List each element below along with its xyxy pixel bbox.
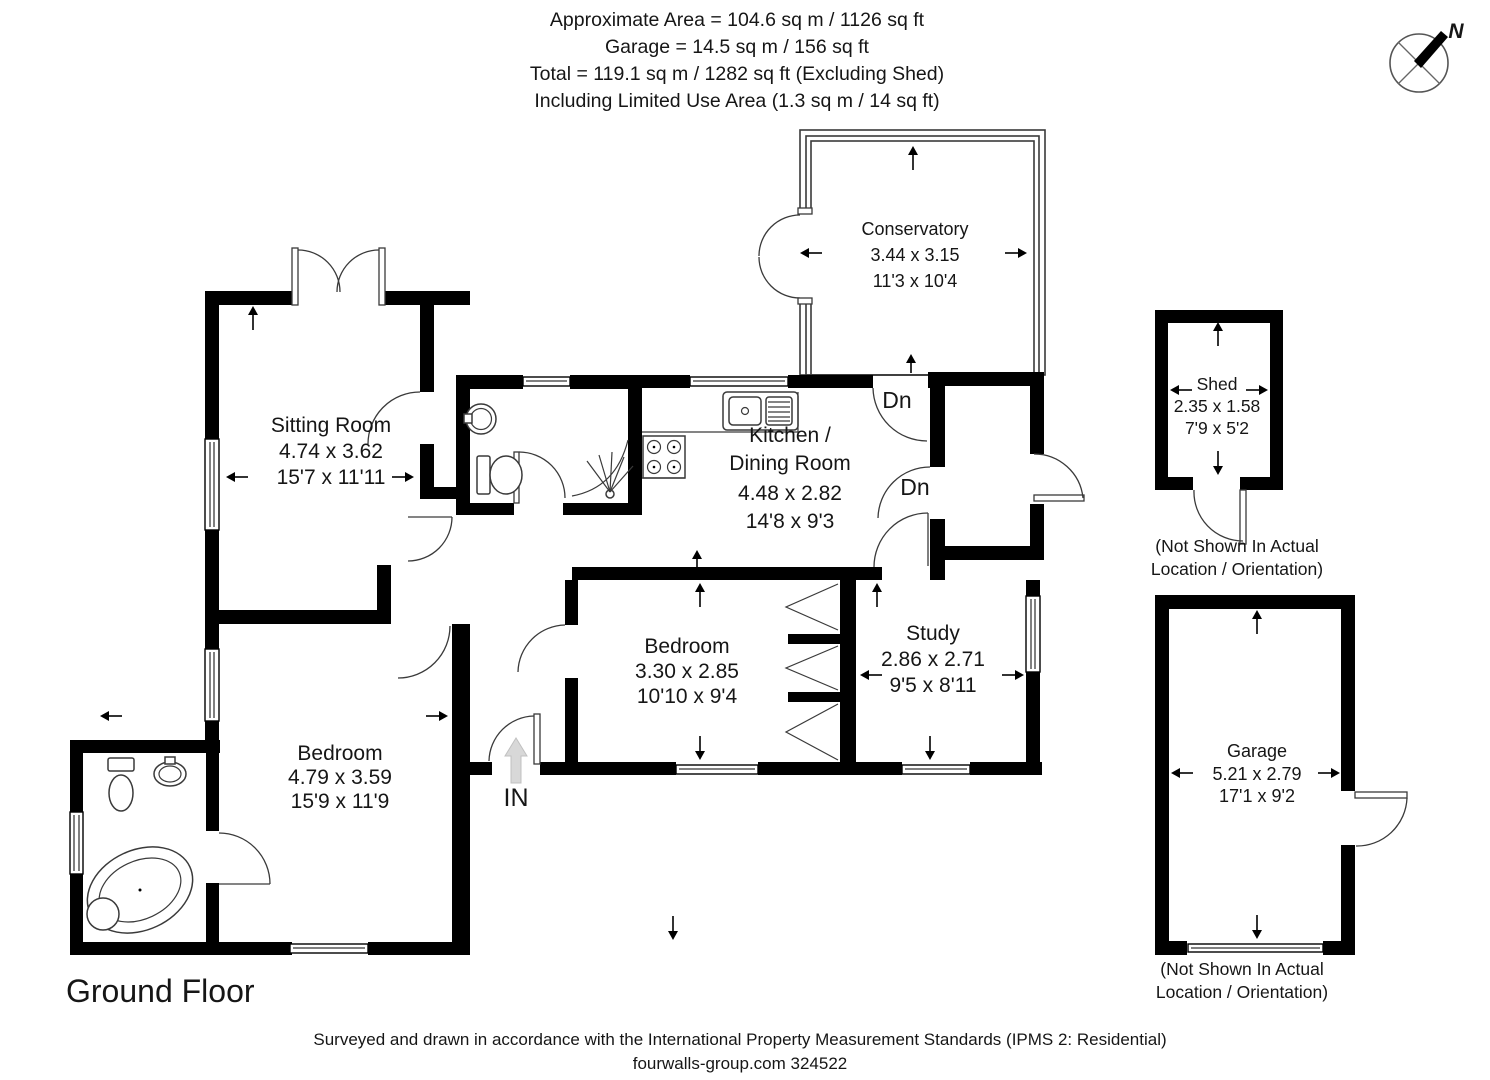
toilet-icon [107,757,135,812]
window [675,764,759,775]
doors-layer [218,247,1408,953]
header-line-4: Including Limited Use Area (1.3 sq m / 1… [534,90,939,112]
room-name: Study [906,622,960,645]
room-name: Bedroom [297,742,382,765]
door-back [1033,453,1085,502]
header-line-2: Garage = 14.5 sq m / 156 sq ft [605,36,870,58]
room-dim-m: 3.30 x 2.85 [635,660,739,683]
door-garage-side [1354,791,1408,847]
north-label: N [1448,20,1464,43]
conservatory-glazing [758,129,1046,376]
footer-line-2: fourwalls-group.com 324522 [633,1054,848,1073]
room-labels: Sitting Room 4.74 x 3.62 15'7 x 11'11 Co… [271,219,1302,813]
compass-icon: N [1389,20,1464,93]
room-dim-m: 5.21 x 2.79 [1212,764,1301,784]
toilet-icon [476,455,523,495]
room-dim-m: 2.86 x 2.71 [881,648,985,671]
room-label-sitting: Sitting Room 4.74 x 3.62 15'7 x 11'11 [271,414,391,489]
room-name: Sitting Room [271,414,391,437]
room-dim-ft: 15'7 x 11'11 [277,466,386,489]
door-shed [1193,489,1247,545]
room-dim-ft: 11'3 x 10'4 [873,271,958,291]
basin-icon [153,756,187,787]
window [1025,595,1041,673]
room-dim-ft: 10'10 x 9'4 [637,685,738,708]
door-arc-sitting [367,391,421,445]
french-doors [291,247,386,306]
header-area-summary: Approximate Area = 104.6 sq m / 1126 sq … [530,9,944,112]
room-dim-m: 3.44 x 3.15 [870,245,959,265]
entrance-label-in: IN [504,784,529,812]
kitchen-counter [642,392,799,433]
stairs-label-dn-2: Dn [900,474,929,500]
window [522,376,571,387]
room-name: Conservatory [861,219,968,239]
bath-icon [86,846,194,934]
dimension-ticks [100,146,1340,940]
room-dim-m: 4.79 x 3.59 [288,766,392,789]
walls-layer [70,291,1355,955]
door-ensuite [218,832,271,885]
door-entrance-in [488,713,541,765]
room-label-conservatory: Conservatory 3.44 x 3.15 11'3 x 10'4 [861,219,968,291]
room-name-2: Dining Room [729,452,850,475]
room-label-garage: Garage 5.21 x 2.79 17'1 x 9'2 [1212,741,1301,806]
garage-door [1187,943,1324,953]
door-arc-dn-top [872,387,928,442]
garage-note-line-2: Location / Orientation) [1156,982,1328,1002]
room-dim-m: 4.48 x 2.82 [738,482,842,505]
door-arc-dn-side [877,466,931,519]
room-label-bedroom-main: Bedroom 4.79 x 3.59 15'9 x 11'9 [288,742,392,813]
door-arc-bedroom-mid [517,624,566,673]
misc-labels: Dn Dn IN (Not Shown In Actual Location /… [66,387,1328,1009]
basin-icon [463,403,497,435]
room-dim-m: 4.74 x 3.62 [279,440,383,463]
shed-note-line-2: Location / Orientation) [1151,559,1323,579]
window [204,438,220,531]
door-study [873,512,929,568]
room-name: Bedroom [644,635,729,658]
door-hall [407,516,453,562]
door-arc-bedroom-main [397,625,451,679]
footer-line-1: Surveyed and drawn in accordance with th… [313,1030,1166,1049]
stairs-label-dn-1: Dn [882,387,911,413]
window [69,811,84,875]
room-name: Kitchen / [749,424,831,447]
header-line-3: Total = 119.1 sq m / 1282 sq ft (Excludi… [530,63,944,85]
shed-note-line-1: (Not Shown In Actual [1155,536,1318,556]
room-dim-ft: 17'1 x 9'2 [1219,786,1295,806]
fixtures-layer [86,391,839,934]
header-line-1: Approximate Area = 104.6 sq m / 1126 sq … [550,9,925,31]
window [289,943,369,954]
windows-layer [69,376,1041,954]
floor-title: Ground Floor [66,973,255,1009]
hob-icon [642,435,686,479]
room-label-bedroom-mid: Bedroom 3.30 x 2.85 10'10 x 9'4 [635,635,739,708]
window [204,648,220,722]
window [901,764,971,775]
room-dim-ft: 14'8 x 9'3 [746,510,835,533]
footer-area: Surveyed and drawn in accordance with th… [313,1030,1166,1073]
sink-icon [722,391,799,431]
garage-note-line-1: (Not Shown In Actual [1160,959,1323,979]
room-dim-m: 2.35 x 1.58 [1174,396,1261,416]
room-dim-ft: 15'9 x 11'9 [291,790,390,813]
room-label-study: Study 2.86 x 2.71 9'5 x 8'11 [881,622,985,697]
room-dim-ft: 7'9 x 5'2 [1185,418,1249,438]
room-name: Garage [1227,741,1287,761]
window [689,376,789,387]
room-name: Shed [1197,374,1238,394]
room-label-shed: Shed 2.35 x 1.58 7'9 x 5'2 [1174,374,1261,438]
room-dim-ft: 9'5 x 8'11 [889,674,976,697]
room-label-kitchen: Kitchen / Dining Room 4.48 x 2.82 14'8 x… [729,424,850,533]
wardrobe-bifold-doors [784,583,839,761]
shower-icon [571,439,634,499]
entry-arrow-icon [504,737,528,784]
